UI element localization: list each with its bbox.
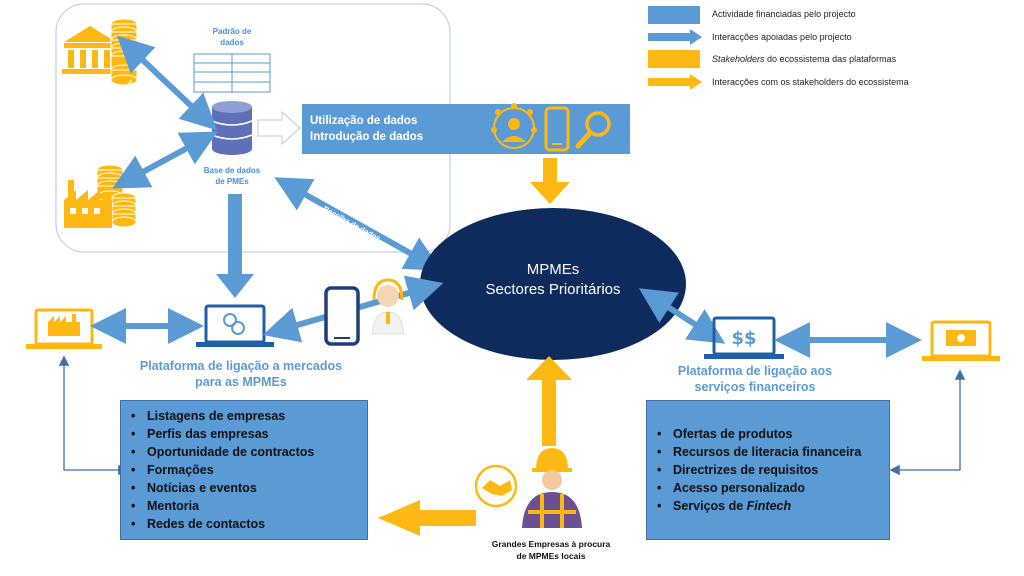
global-network-icon xyxy=(491,103,537,149)
legend-label-stakeholders: Stakeholders do ecossistema das platafor… xyxy=(712,54,896,64)
legend-swatch-yellow-arrow xyxy=(648,74,702,90)
data-use-box xyxy=(302,104,630,154)
market-platform-title: Plataforma de ligação a mercados para as… xyxy=(116,358,366,390)
magnifier-icon xyxy=(575,111,611,149)
market-stakeholder-laptop-icon xyxy=(26,308,102,349)
list-item: Serviços de Fintech xyxy=(647,497,889,515)
database-icon xyxy=(211,101,253,155)
financial-platform-title: Plataforma de ligação aos serviços finan… xyxy=(650,363,860,395)
integration-arrow xyxy=(112,131,218,189)
list-item: Mentoria xyxy=(121,497,367,515)
support-agent-icon xyxy=(371,278,405,335)
factory-icon xyxy=(64,164,137,228)
db-to-datause-hollow-arrow xyxy=(257,110,301,146)
database-line2: de PMEs xyxy=(215,177,249,186)
data-use-line1: Utilização de dados xyxy=(310,115,418,127)
legend-swatch-blue-arrow xyxy=(648,29,702,45)
mobile-phone-icon xyxy=(324,286,360,346)
legend-label-stakeholders-rest: do ecossistema das plataformas xyxy=(764,54,897,64)
financial-platform-panel: Ofertas de produtos Recursos de literaci… xyxy=(646,400,890,540)
fintech-em: Fintech xyxy=(746,499,792,513)
data-standard-line2: dados xyxy=(220,38,244,47)
data-collection-arrow xyxy=(274,177,442,271)
handshake-icon xyxy=(474,464,518,508)
list-item: Listagens de empresas xyxy=(121,407,367,425)
list-item: Directrizes de requisitos xyxy=(647,461,889,479)
data-use-line2: Introdução de dados xyxy=(310,131,424,143)
legend-swatch-yellow-rect xyxy=(648,50,700,68)
large-to-market-yellow-arrow xyxy=(378,500,476,536)
legend-label-funded-activity: Actividade financiadas pelo projecto xyxy=(712,9,856,19)
market-platform-panel: Listagens de empresas Perfis das empresa… xyxy=(120,400,368,540)
large-companies-label: Grandes Empresas à procura de MPMEs loca… xyxy=(478,538,624,562)
list-item: Redes de contactos xyxy=(121,515,367,533)
list-item: Perfis das empresas xyxy=(121,425,367,443)
large-companies-line1: Grandes Empresas à procura xyxy=(491,539,611,549)
list-item: Notícias e eventos xyxy=(121,479,367,497)
legend-swatch-blue-rect xyxy=(648,6,700,24)
market-feedback-connector xyxy=(58,355,129,476)
smartphone-icon xyxy=(544,106,570,152)
list-item: Acesso personalizado xyxy=(647,479,889,497)
fintech-prefix: Serviços de xyxy=(673,499,747,513)
center-label: MPMEs Sectores Prioritários xyxy=(440,260,666,300)
data-standard-table-icon xyxy=(193,53,271,93)
legend-label-supported-interactions: Interacções apoiadas pelo projecto xyxy=(712,32,852,42)
data-standard-line1: Padrão de xyxy=(212,27,252,36)
data-use-text: Utilização de dados Introdução de dados xyxy=(310,113,423,145)
list-item: Recursos de literacia financeira xyxy=(647,443,889,461)
list-item: Oportunidade de contractos xyxy=(121,443,367,461)
db-to-market-arrow xyxy=(216,194,254,298)
center-line2: Sectores Prioritários xyxy=(485,281,621,298)
financial-platform-laptop-icon: $$ xyxy=(704,316,784,359)
database-label: Base de dados de PMEs xyxy=(188,165,276,187)
financial-platform-list: Ofertas de produtos Recursos de literaci… xyxy=(647,425,889,515)
financial-platform-title-line1: Plataforma de ligação aos xyxy=(677,364,833,378)
market-platform-title-line2: para as MPMEs xyxy=(195,375,287,389)
financial-feedback-connector xyxy=(889,369,966,476)
data-standard-label: Padrão de dados xyxy=(190,26,274,48)
center-to-financial-arrow xyxy=(638,288,726,344)
large-companies-line2: de MPMEs locais xyxy=(516,551,586,561)
market-platform-list: Listagens de empresas Perfis das empresa… xyxy=(121,407,367,533)
center-line1: MPMEs xyxy=(526,261,580,278)
financial-stakeholder-laptop-icon xyxy=(922,320,1000,361)
center-ellipse xyxy=(420,208,686,360)
interoperability-arrow xyxy=(116,35,218,131)
large-to-center-yellow-arrow xyxy=(526,356,572,446)
market-platform-title-line1: Plataforma de ligação a mercados xyxy=(139,359,343,373)
legend-label-stakeholders-em: Stakeholders xyxy=(712,54,765,64)
market-platform-laptop-icon xyxy=(196,304,274,347)
database-line1: Base de dados xyxy=(203,166,261,175)
list-item: Ofertas de produtos xyxy=(647,425,889,443)
datause-to-center-yellow-arrow xyxy=(530,158,570,204)
financial-platform-title-line2: serviços financeiros xyxy=(694,380,816,394)
legend-label-stakeholder-interactions: Interacções com os stakeholders do ecoss… xyxy=(712,77,909,87)
list-item: Formações xyxy=(121,461,367,479)
worker-icon xyxy=(522,448,582,528)
svg-text:$$: $$ xyxy=(731,328,756,349)
